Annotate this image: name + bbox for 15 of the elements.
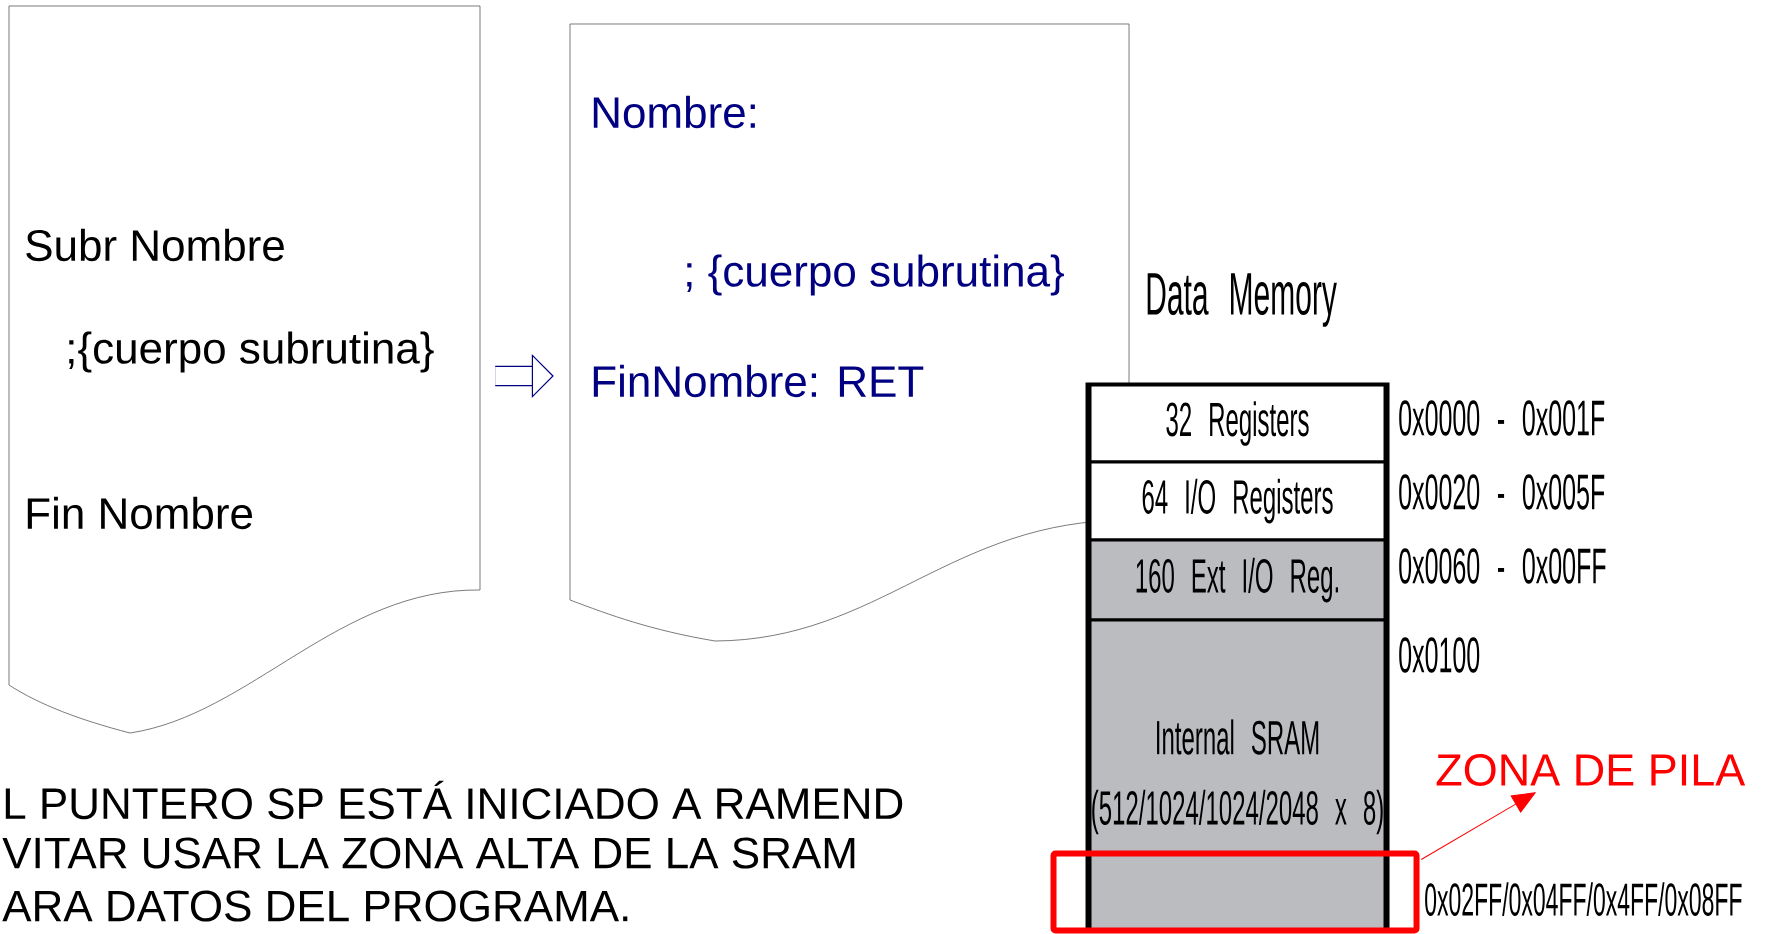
highlight-box: [1050, 850, 1420, 934]
note-text: ARA DATOS DEL PROGRAMA.: [2, 890, 628, 922]
note-text: L PUNTERO SP ESTÁ INICIADO A RAMEND: [5, 780, 903, 820]
heading: Data Memory: [1147, 273, 1337, 327]
memory-row: 32 Registers: [1088, 383, 1387, 464]
address-label: 0x02FF/0x04FF/0x4FF/0x08FF: [1425, 882, 1742, 916]
memory-row: 64 I/O Registers: [1088, 460, 1387, 542]
address-label: 0x0020 - 0x005F: [1399, 474, 1605, 510]
note-text: VITAR USAR LA ZONA ALTA DE LA SRAM: [2, 837, 855, 869]
address-label: 0x0060 - 0x00FF: [1399, 548, 1606, 584]
callout-text: ZONA DE PILA: [1436, 754, 1746, 786]
address-label: 0x0000 - 0x001F: [1399, 400, 1605, 436]
memory-row: 160 Ext I/O Reg.: [1088, 538, 1387, 622]
address-label: 0x0100: [1399, 637, 1480, 673]
arrow: [1420, 792, 1536, 860]
